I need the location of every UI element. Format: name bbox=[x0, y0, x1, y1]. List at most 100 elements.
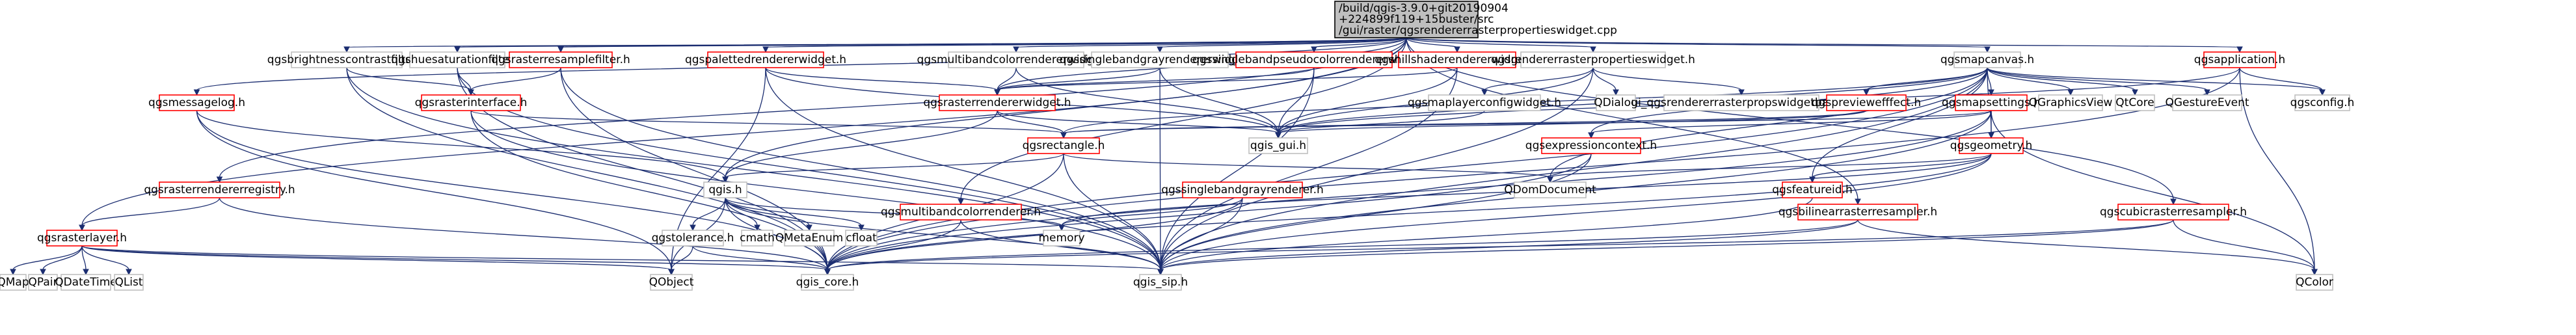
node-singlegrayw[interactable]: qgssinglebandgrayrendererwidget.h bbox=[1060, 51, 1260, 68]
node-mlcw[interactable]: qgsmaplayerconfigwidget.h bbox=[1408, 94, 1561, 111]
node-qpair[interactable]: QPair bbox=[28, 274, 58, 291]
edge-root-to-mapcanvas bbox=[1406, 37, 1991, 53]
node-msglog[interactable]: qgsmessagelog.h bbox=[148, 94, 245, 111]
nodes-layer: /build/qgis-3.9.0+git20190904+224899f119… bbox=[0, 1, 2355, 291]
node-box bbox=[1027, 137, 1100, 154]
node-qcolor[interactable]: QColor bbox=[2296, 274, 2333, 291]
node-label-line: qgssinglebandgrayrenderer.h bbox=[1161, 183, 1324, 196]
node-box bbox=[1398, 51, 1516, 68]
node-box bbox=[650, 274, 693, 291]
node-label-line: QMetaEnum bbox=[775, 232, 843, 245]
node-gui[interactable]: qgis_gui.h bbox=[1248, 137, 1308, 154]
node-qdatetime[interactable]: QDateTime bbox=[55, 274, 117, 291]
node-exprctx[interactable]: qgsexpressioncontext.h bbox=[1525, 137, 1657, 154]
node-config[interactable]: qgsconfig.h bbox=[2290, 94, 2355, 111]
edge-geometry-to-featureid bbox=[1809, 153, 1992, 183]
edge-rasterinterface-to-rectangle bbox=[470, 110, 1067, 139]
node-box bbox=[409, 51, 505, 68]
node-label-line: qgis_core.h bbox=[796, 276, 859, 289]
node-label-line: qgsmultibandcolorrenderer.h bbox=[881, 206, 1041, 219]
node-rasterlayer[interactable]: qgsrasterlayer.h bbox=[37, 230, 127, 247]
edge-root-to-pseudow bbox=[1311, 37, 1407, 53]
node-box bbox=[159, 181, 280, 198]
node-qdialog[interactable]: QDialog bbox=[1594, 94, 1638, 111]
edge-qgis-to-tolerance bbox=[690, 197, 726, 232]
node-huesat[interactable]: qgshuesaturationfilter.h bbox=[391, 51, 524, 68]
node-qgis[interactable]: qgis.h bbox=[703, 181, 747, 198]
node-qdomdoc[interactable]: QDomDocument bbox=[1504, 181, 1596, 198]
node-rectangle[interactable]: qgsrectangle.h bbox=[1023, 137, 1105, 154]
node-multibandr[interactable]: qgsmultibandcolorrenderer.h bbox=[881, 204, 1041, 221]
node-cmath[interactable]: cmath bbox=[740, 230, 775, 247]
edge-geometry-to-qdomdoc bbox=[1547, 153, 1992, 183]
node-application[interactable]: qgsapplication.h bbox=[2194, 51, 2285, 68]
node-previeweffect[interactable]: qgspreviewefffect.h bbox=[1812, 94, 1921, 111]
node-core[interactable]: qgis_core.h bbox=[796, 274, 859, 291]
node-rasterrendw[interactable]: qgsrasterrendererwidget.h bbox=[923, 94, 1071, 111]
node-geometry[interactable]: qgsgeometry.h bbox=[1950, 137, 2033, 154]
edge-rendpropw-to-qdialog bbox=[1592, 67, 1619, 96]
node-multibandw[interactable]: qgsmultibandcolorrendererwidget.h bbox=[917, 51, 1116, 68]
node-label-line: qgsrendererrasterpropertieswidget.h bbox=[1491, 53, 1695, 66]
edge-rasterlayer-to-qpair bbox=[40, 245, 83, 276]
node-qmap[interactable]: QMap bbox=[0, 274, 29, 291]
node-featureid[interactable]: qgsfeatureid.h bbox=[1772, 181, 1853, 198]
node-rendpropw[interactable]: qgsrendererrasterpropertieswidget.h bbox=[1491, 51, 1695, 68]
node-qgestureevent[interactable]: QGestureEvent bbox=[2165, 94, 2249, 111]
node-label-line: qgsrasterresamplefilter.h bbox=[491, 53, 630, 66]
node-uiwidget[interactable]: ui_qgsrendererrasterpropswidgetbase.h bbox=[1631, 94, 1852, 111]
node-box bbox=[1514, 181, 1587, 198]
node-tolerance[interactable]: qgstolerance.h bbox=[652, 230, 734, 247]
edge-root-to-rendpropw bbox=[1406, 37, 1596, 53]
node-box bbox=[939, 94, 1056, 111]
node-qmetaenum[interactable]: QMetaEnum bbox=[775, 230, 843, 247]
node-sip[interactable]: qgis_sip.h bbox=[1133, 274, 1188, 291]
node-bilinear[interactable]: qgsbilinearrasterresampler.h bbox=[1778, 204, 1937, 221]
node-mapcanvas[interactable]: qgsmapcanvas.h bbox=[1940, 51, 2034, 68]
node-hillshadew[interactable]: qgshillshaderendererwidget.h bbox=[1375, 51, 1540, 68]
node-box bbox=[60, 274, 111, 291]
edge-rasterrendw-to-gui bbox=[997, 110, 1281, 139]
node-qgraphicsview[interactable]: QGraphicsView bbox=[2029, 94, 2113, 111]
node-label-line: qgssinglebandpseudocolorrendererwidget.h bbox=[1192, 53, 1436, 66]
edge-root-to-palettedw bbox=[762, 37, 1407, 53]
node-label-line: qgsrasterrendererregistry.h bbox=[144, 183, 295, 196]
node-box bbox=[2294, 94, 2350, 111]
node-box bbox=[1235, 51, 1393, 68]
edge-root-to-bilinear bbox=[1406, 37, 1861, 206]
node-memory[interactable]: memory bbox=[1038, 230, 1085, 247]
node-label-line: qgscubicrasterresampler.h bbox=[2100, 206, 2247, 219]
node-box bbox=[159, 94, 235, 111]
node-singlegrayr[interactable]: qgssinglebandgrayrenderer.h bbox=[1161, 181, 1324, 198]
edge-mapcanvas-to-previeweffect bbox=[1863, 67, 1988, 96]
node-registry[interactable]: qgsrasterrendererregistry.h bbox=[144, 181, 295, 198]
node-mapsettings[interactable]: qgsmapsettings.h bbox=[1942, 94, 2041, 111]
node-cubic[interactable]: qgscubicrasterresampler.h bbox=[2100, 204, 2247, 221]
node-qlist[interactable]: QList bbox=[114, 274, 144, 291]
node-rasterinterface[interactable]: qgsrasterinterface.h bbox=[415, 94, 528, 111]
node-cfloat[interactable]: cfloat bbox=[845, 230, 878, 247]
edge-application-to-config bbox=[2239, 67, 2326, 96]
node-pseudow[interactable]: qgssinglebandpseudocolorrendererwidget.h bbox=[1192, 51, 1436, 68]
edge-root-to-multibandr bbox=[958, 37, 1407, 206]
node-box bbox=[801, 274, 854, 291]
node-box bbox=[1043, 230, 1080, 247]
node-box bbox=[662, 230, 724, 247]
node-box bbox=[114, 274, 144, 291]
node-label-line: QMap bbox=[0, 276, 29, 289]
node-palettedw[interactable]: qgspalettedrendererwidget.h bbox=[685, 51, 846, 68]
edge-bilinear-to-core bbox=[824, 219, 1858, 276]
node-qobject[interactable]: QObject bbox=[649, 274, 694, 291]
node-qtcore[interactable]: QtCore bbox=[2115, 94, 2155, 111]
node-root[interactable]: /build/qgis-3.9.0+git20190904+224899f119… bbox=[1334, 1, 1617, 38]
node-brightness[interactable]: qgsbrightnesscontrastfilter.h bbox=[267, 51, 426, 68]
node-label-line: qgsmapsettings.h bbox=[1942, 96, 2041, 109]
edge-rendpropw-to-uiwidget bbox=[1592, 67, 1745, 96]
node-label-line: qgsmapcanvas.h bbox=[1940, 53, 2034, 66]
node-box bbox=[741, 230, 773, 247]
edge-cubic-to-core bbox=[824, 219, 2174, 276]
edge-hillshadew-to-rasterrendw bbox=[994, 67, 1458, 96]
node-resample[interactable]: qgsrasterresamplefilter.h bbox=[491, 51, 630, 68]
node-box bbox=[421, 94, 521, 111]
node-label-line: qgsrasterlayer.h bbox=[37, 232, 127, 245]
